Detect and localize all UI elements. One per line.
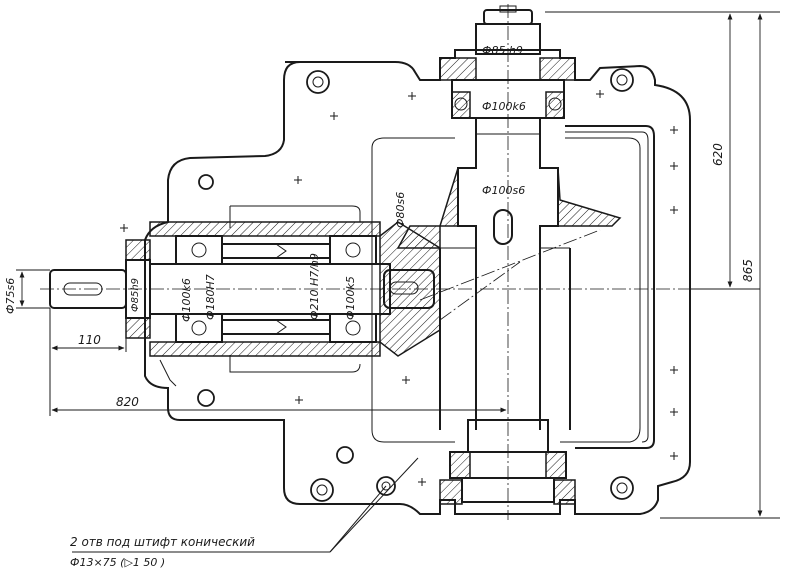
label-len820: 820 bbox=[116, 395, 139, 409]
dimension-lines bbox=[16, 11, 780, 553]
label-d180H7: Ф180H7 bbox=[204, 274, 217, 320]
pin-hole-note: 2 отв под штифт конический Ф13×75 (▷1 50… bbox=[70, 535, 255, 569]
center-marks bbox=[120, 90, 678, 486]
label-d80s6: Ф80s6 bbox=[394, 192, 407, 228]
label-d100k5: Ф100k5 bbox=[344, 276, 357, 320]
bolt-holes bbox=[197, 68, 634, 502]
label-len620: 620 bbox=[711, 143, 725, 166]
housing-outline bbox=[144, 49, 691, 515]
label-d75s6: Ф75s6 bbox=[4, 278, 17, 314]
label-d100s6: Ф100s6 bbox=[482, 184, 525, 197]
note-line-2: Ф13×75 (▷1 50 ) bbox=[70, 556, 165, 569]
label-d85h9: Ф85 h9 bbox=[482, 44, 523, 57]
note-line-1: 2 отв под штифт конический bbox=[70, 535, 255, 549]
label-d100k6-top: Ф100k6 bbox=[482, 100, 526, 113]
vertical-shaft bbox=[439, 4, 576, 520]
horizontal-shaft bbox=[40, 221, 690, 357]
label-len110: 110 bbox=[78, 333, 101, 347]
label-d85h9-left: Ф85h9 bbox=[130, 278, 141, 312]
label-len865: 865 bbox=[741, 259, 755, 282]
label-d210H7h9: Ф210 H7/h9 bbox=[308, 253, 321, 320]
dimension-labels: Ф85 h9 Ф100k6 Ф100s6 Ф80s6 Ф75s6 Ф85h9 Ф… bbox=[4, 44, 755, 409]
label-d100k6-left: Ф100k6 bbox=[180, 278, 193, 322]
